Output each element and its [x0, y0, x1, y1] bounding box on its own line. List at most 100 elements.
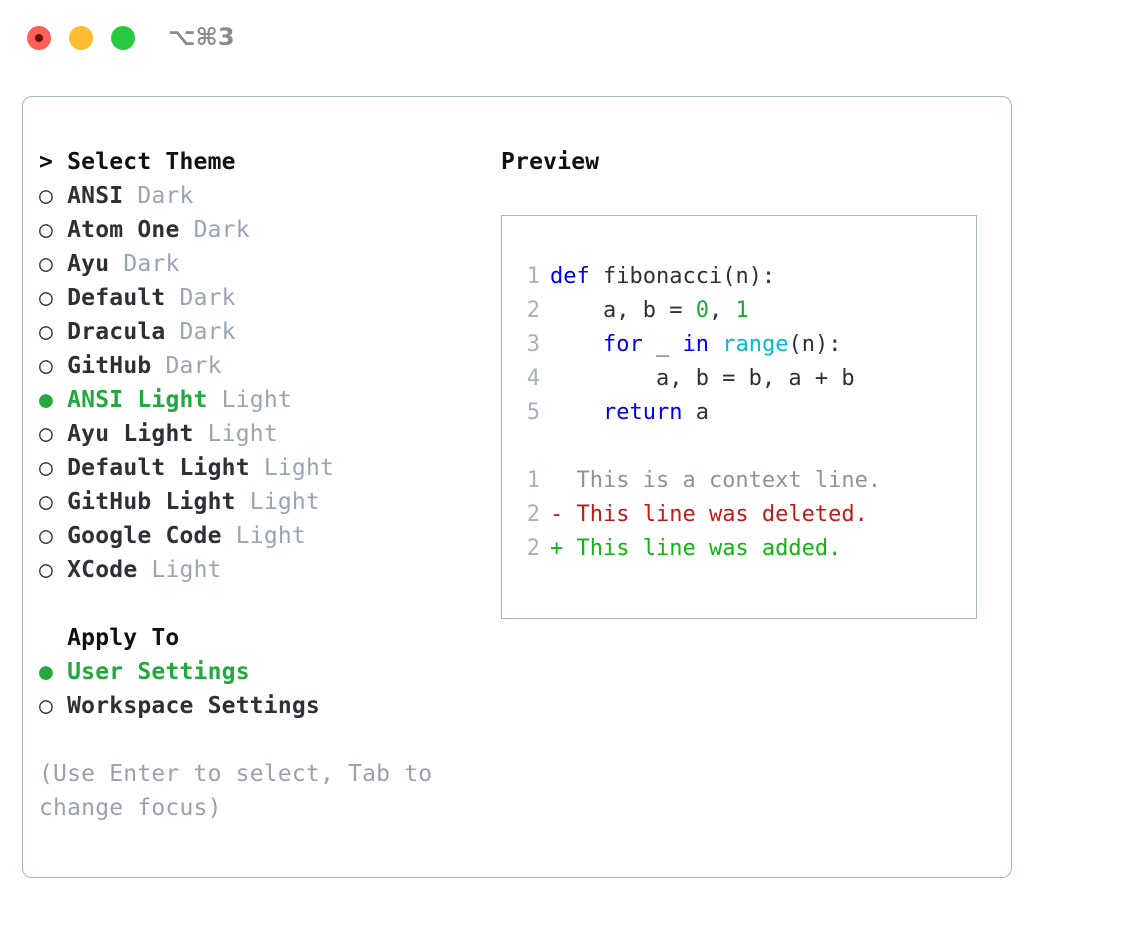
theme-option-category: Light [221, 387, 292, 413]
theme-option-github-light[interactable]: ○ GitHub Light Light [39, 485, 499, 519]
theme-list[interactable]: ○ ANSI Dark○ Atom One Dark○ Ayu Dark○ De… [39, 179, 499, 587]
line-number: 2 [526, 298, 540, 323]
theme-option-label: GitHub Light [67, 489, 236, 515]
diff-marker: + [550, 536, 564, 561]
apply-to-list[interactable]: ● User Settings○ Workspace Settings [39, 655, 499, 723]
theme-option-ayu[interactable]: ○ Ayu Dark [39, 247, 499, 281]
theme-option-category: Light [151, 557, 222, 583]
code-token [550, 400, 603, 425]
theme-option-label: ANSI Light [67, 387, 208, 413]
diff-line: 1 This is a context line. [520, 464, 976, 498]
diff-text: This line was deleted. [563, 502, 868, 527]
code-token: return [602, 400, 683, 425]
theme-option-category: Dark [193, 217, 250, 243]
line-number: 1 [526, 468, 540, 493]
radio-unselected-icon: ○ [39, 693, 54, 719]
radio-selected-icon: ● [39, 659, 54, 685]
theme-option-ansi[interactable]: ○ ANSI Dark [39, 179, 499, 213]
maximize-button-icon[interactable] [111, 26, 135, 50]
apply-to-option-label: User Settings [67, 659, 250, 685]
diff-line: 2- This line was deleted. [520, 498, 976, 532]
theme-selector-column: > Select Theme ○ ANSI Dark○ Atom One Dar… [39, 145, 499, 825]
diff-sample: 1 This is a context line.2- This line wa… [520, 464, 976, 566]
theme-option-dracula[interactable]: ○ Dracula Dark [39, 315, 499, 349]
code-token: (n): [788, 332, 842, 357]
theme-option-label: Ayu Light [67, 421, 194, 447]
theme-option-category: Dark [123, 251, 180, 277]
code-token: in [682, 332, 709, 357]
theme-option-label: ANSI [67, 183, 124, 209]
line-number: 4 [526, 366, 540, 391]
code-line: 4 a, b = b, a + b [520, 362, 976, 396]
code-line: 2 a, b = 0, 1 [520, 294, 976, 328]
code-line: 1 def fibonacci(n): [520, 260, 976, 294]
radio-unselected-icon: ○ [39, 183, 54, 209]
line-number: 2 [526, 502, 540, 527]
radio-unselected-icon: ○ [39, 421, 54, 447]
apply-to-option-workspace-settings[interactable]: ○ Workspace Settings [39, 689, 499, 723]
theme-option-ansi-light[interactable]: ● ANSI Light Light [39, 383, 499, 417]
code-token: _ [642, 332, 683, 357]
diff-text: This is a context line. [563, 468, 882, 493]
code-token: def [550, 264, 590, 289]
theme-option-category: Light [235, 523, 306, 549]
code-line: 3 for _ in range(n): [520, 328, 976, 362]
radio-selected-icon: ● [39, 387, 54, 413]
theme-option-label: Default [67, 285, 166, 311]
code-token: 0 [695, 298, 709, 323]
line-number: 2 [526, 536, 540, 561]
theme-option-atom-one[interactable]: ○ Atom One Dark [39, 213, 499, 247]
theme-option-category: Dark [165, 353, 222, 379]
theme-option-category: Dark [179, 285, 236, 311]
theme-option-default[interactable]: ○ Default Dark [39, 281, 499, 315]
theme-option-label: Atom One [67, 217, 180, 243]
theme-option-ayu-light[interactable]: ○ Ayu Light Light [39, 417, 499, 451]
diff-marker: - [550, 502, 564, 527]
code-token: a [682, 400, 709, 425]
code-token: a, b = [550, 298, 696, 323]
theme-option-xcode[interactable]: ○ XCode Light [39, 553, 499, 587]
close-button-icon[interactable] [27, 26, 51, 50]
line-number: 3 [526, 332, 540, 357]
keyboard-shortcut-label: ⌥⌘3 [168, 23, 235, 51]
code-token: for [602, 332, 643, 357]
radio-unselected-icon: ○ [39, 455, 54, 481]
radio-unselected-icon: ○ [39, 217, 54, 243]
preview-title: Preview [501, 149, 600, 175]
theme-option-label: Dracula [67, 319, 166, 345]
apply-to-option-user-settings[interactable]: ● User Settings [39, 655, 499, 689]
diff-text: This line was added. [563, 536, 842, 561]
spacer [39, 587, 499, 621]
theme-option-google-code[interactable]: ○ Google Code Light [39, 519, 499, 553]
theme-option-label: Default Light [67, 455, 250, 481]
line-number: 1 [526, 264, 540, 289]
main-panel: > Select Theme ○ ANSI Dark○ Atom One Dar… [22, 96, 1012, 878]
theme-option-category: Light [207, 421, 278, 447]
window-controls [27, 26, 135, 50]
theme-option-label: GitHub [67, 353, 152, 379]
apply-to-title: Apply To [39, 625, 180, 651]
line-number: 5 [526, 400, 540, 425]
title-bar: ⌥⌘3 [0, 0, 1140, 78]
theme-option-github[interactable]: ○ GitHub Dark [39, 349, 499, 383]
apply-to-option-label: Workspace Settings [67, 693, 320, 719]
theme-option-category: Light [249, 489, 321, 515]
theme-option-label: XCode [67, 557, 138, 583]
code-line: 5 return a [520, 396, 976, 430]
radio-unselected-icon: ○ [39, 523, 54, 549]
radio-unselected-icon: ○ [39, 285, 54, 311]
theme-option-default-light[interactable]: ○ Default Light Light [39, 451, 499, 485]
code-token: range [722, 332, 789, 357]
radio-unselected-icon: ○ [39, 319, 54, 345]
code-token: fibonacci(n): [589, 264, 776, 289]
radio-unselected-icon: ○ [39, 489, 54, 515]
diff-line: 2 + This line was added. [520, 532, 976, 566]
code-token: , [708, 298, 736, 323]
theme-option-category: Dark [179, 319, 236, 345]
minimize-button-icon[interactable] [69, 26, 93, 50]
theme-option-category: Light [263, 455, 335, 481]
spacer [520, 430, 976, 464]
